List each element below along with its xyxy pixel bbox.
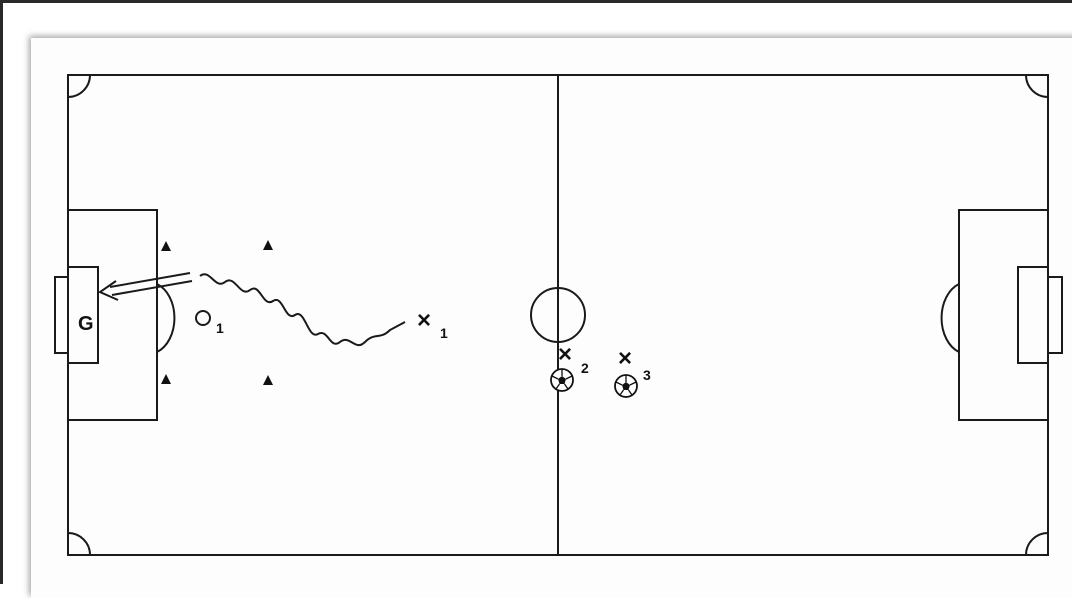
penalty-area-right xyxy=(958,209,1048,421)
center-circle xyxy=(530,287,586,343)
ball-icon xyxy=(614,374,638,398)
corner-arc-bottom-right xyxy=(1025,532,1049,556)
corner-arc-bottom-left xyxy=(67,532,91,556)
attacker-number: 2 xyxy=(581,360,589,376)
cone-icon xyxy=(161,374,171,384)
penalty-arc-left xyxy=(156,283,176,353)
cone-icon xyxy=(263,240,273,250)
attacker-number: 1 xyxy=(440,325,448,341)
cone-icon xyxy=(161,241,171,251)
figure-frame xyxy=(0,0,1072,584)
attacker-symbol: × xyxy=(558,341,572,368)
corner-arc-top-left xyxy=(67,74,91,98)
goal-area-left xyxy=(68,266,99,364)
penalty-arc-right xyxy=(940,283,960,353)
attacker-symbol: × xyxy=(618,345,632,372)
goalkeeper-label: G xyxy=(78,313,94,335)
soccer-pitch-diagram: G 1 × 1 × 2 × 3 O xyxy=(54,74,1063,556)
cone-icon xyxy=(263,375,273,385)
penalty-area-left xyxy=(68,209,158,421)
defender-number: 1 xyxy=(216,320,224,336)
figure-paper xyxy=(31,38,1072,598)
goal-right xyxy=(1048,276,1063,354)
ball-icon xyxy=(550,368,574,392)
attacker-x1: × 1 xyxy=(417,307,448,341)
shot-arrow xyxy=(97,272,193,301)
attacker-number: 3 xyxy=(643,367,651,383)
attacker-x2: × 2 xyxy=(558,341,589,376)
goal-area-right xyxy=(1017,266,1048,364)
dribble-path xyxy=(199,273,406,347)
attacker-x3: × 3 xyxy=(618,345,651,383)
attacker-symbol: × xyxy=(417,307,431,334)
defender-o1: 1 xyxy=(195,310,224,336)
corner-arc-top-right xyxy=(1025,74,1049,98)
goal-left xyxy=(54,276,68,354)
